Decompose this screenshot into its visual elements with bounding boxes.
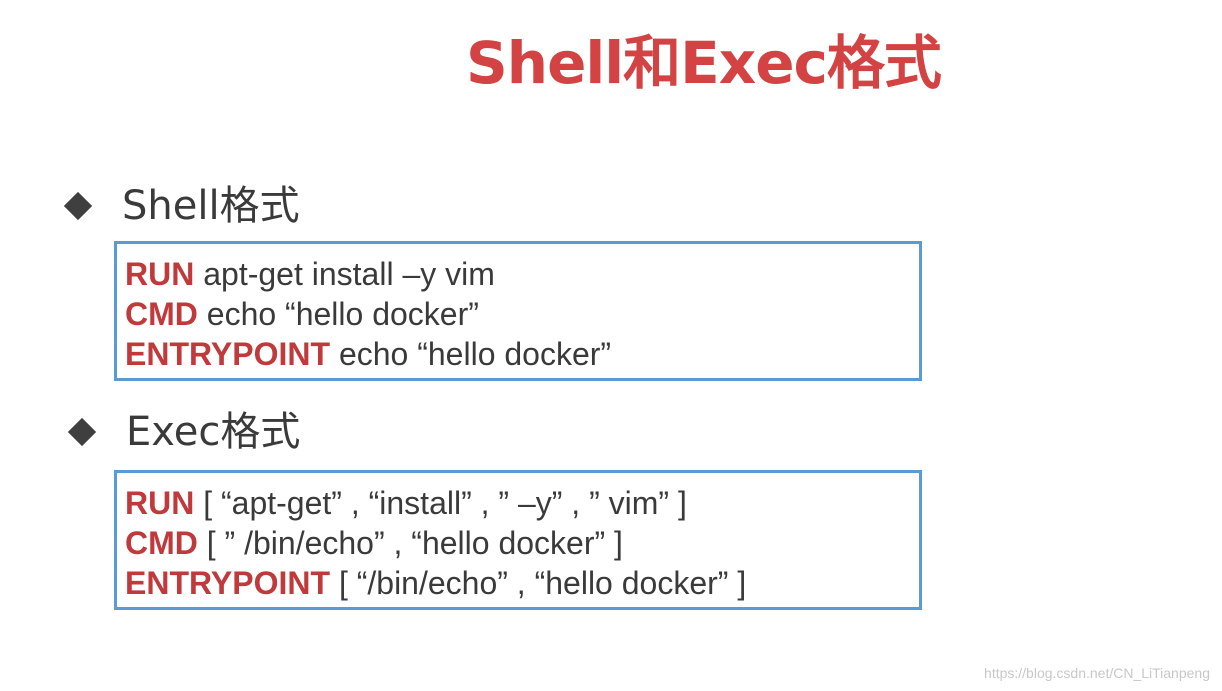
keyword-entrypoint: ENTRYPOINT	[125, 336, 331, 372]
exec-line-entrypoint: ENTRYPOINT [ “/bin/echo” , “hello docker…	[125, 563, 911, 603]
shell-line-cmd-text: echo “hello docker”	[197, 296, 479, 332]
diamond-bullet-icon	[67, 417, 97, 447]
exec-line-run-text: [ “apt-get” , “install” , ” –y” , ” vim”…	[194, 485, 687, 521]
keyword-run: RUN	[125, 485, 195, 521]
keyword-cmd: CMD	[125, 296, 198, 332]
shell-format-heading: Shell格式	[62, 180, 300, 232]
exec-line-run: RUN [ “apt-get” , “install” , ” –y” , ” …	[125, 483, 911, 523]
exec-format-heading: Exec格式	[66, 406, 300, 458]
shell-line-run: RUN apt-get install –y vim	[125, 254, 911, 294]
slide-title: Shell和Exec格式	[466, 29, 942, 97]
exec-line-cmd: CMD [ ” /bin/echo” , “hello docker” ]	[125, 523, 911, 563]
shell-line-entrypoint: ENTRYPOINT echo “hello docker”	[125, 334, 911, 374]
keyword-run: RUN	[125, 256, 195, 292]
shell-heading-text: Shell格式	[122, 183, 300, 229]
shell-code-box: RUN apt-get install –y vim CMD echo “hel…	[114, 241, 922, 381]
diamond-bullet-icon	[63, 191, 93, 221]
exec-code-box: RUN [ “apt-get” , “install” , ” –y” , ” …	[114, 470, 922, 610]
exec-heading-text: Exec格式	[126, 409, 301, 455]
exec-line-cmd-text: [ ” /bin/echo” , “hello docker” ]	[197, 525, 623, 561]
keyword-cmd: CMD	[125, 525, 198, 561]
watermark-url: https://blog.csdn.net/CN_LiTianpeng	[984, 665, 1210, 681]
keyword-entrypoint: ENTRYPOINT	[125, 565, 331, 601]
shell-line-entrypoint-text: echo “hello docker”	[330, 336, 612, 372]
shell-line-cmd: CMD echo “hello docker”	[125, 294, 911, 334]
exec-line-entrypoint-text: [ “/bin/echo” , “hello docker” ]	[330, 565, 747, 601]
shell-line-run-text: apt-get install –y vim	[194, 256, 495, 292]
